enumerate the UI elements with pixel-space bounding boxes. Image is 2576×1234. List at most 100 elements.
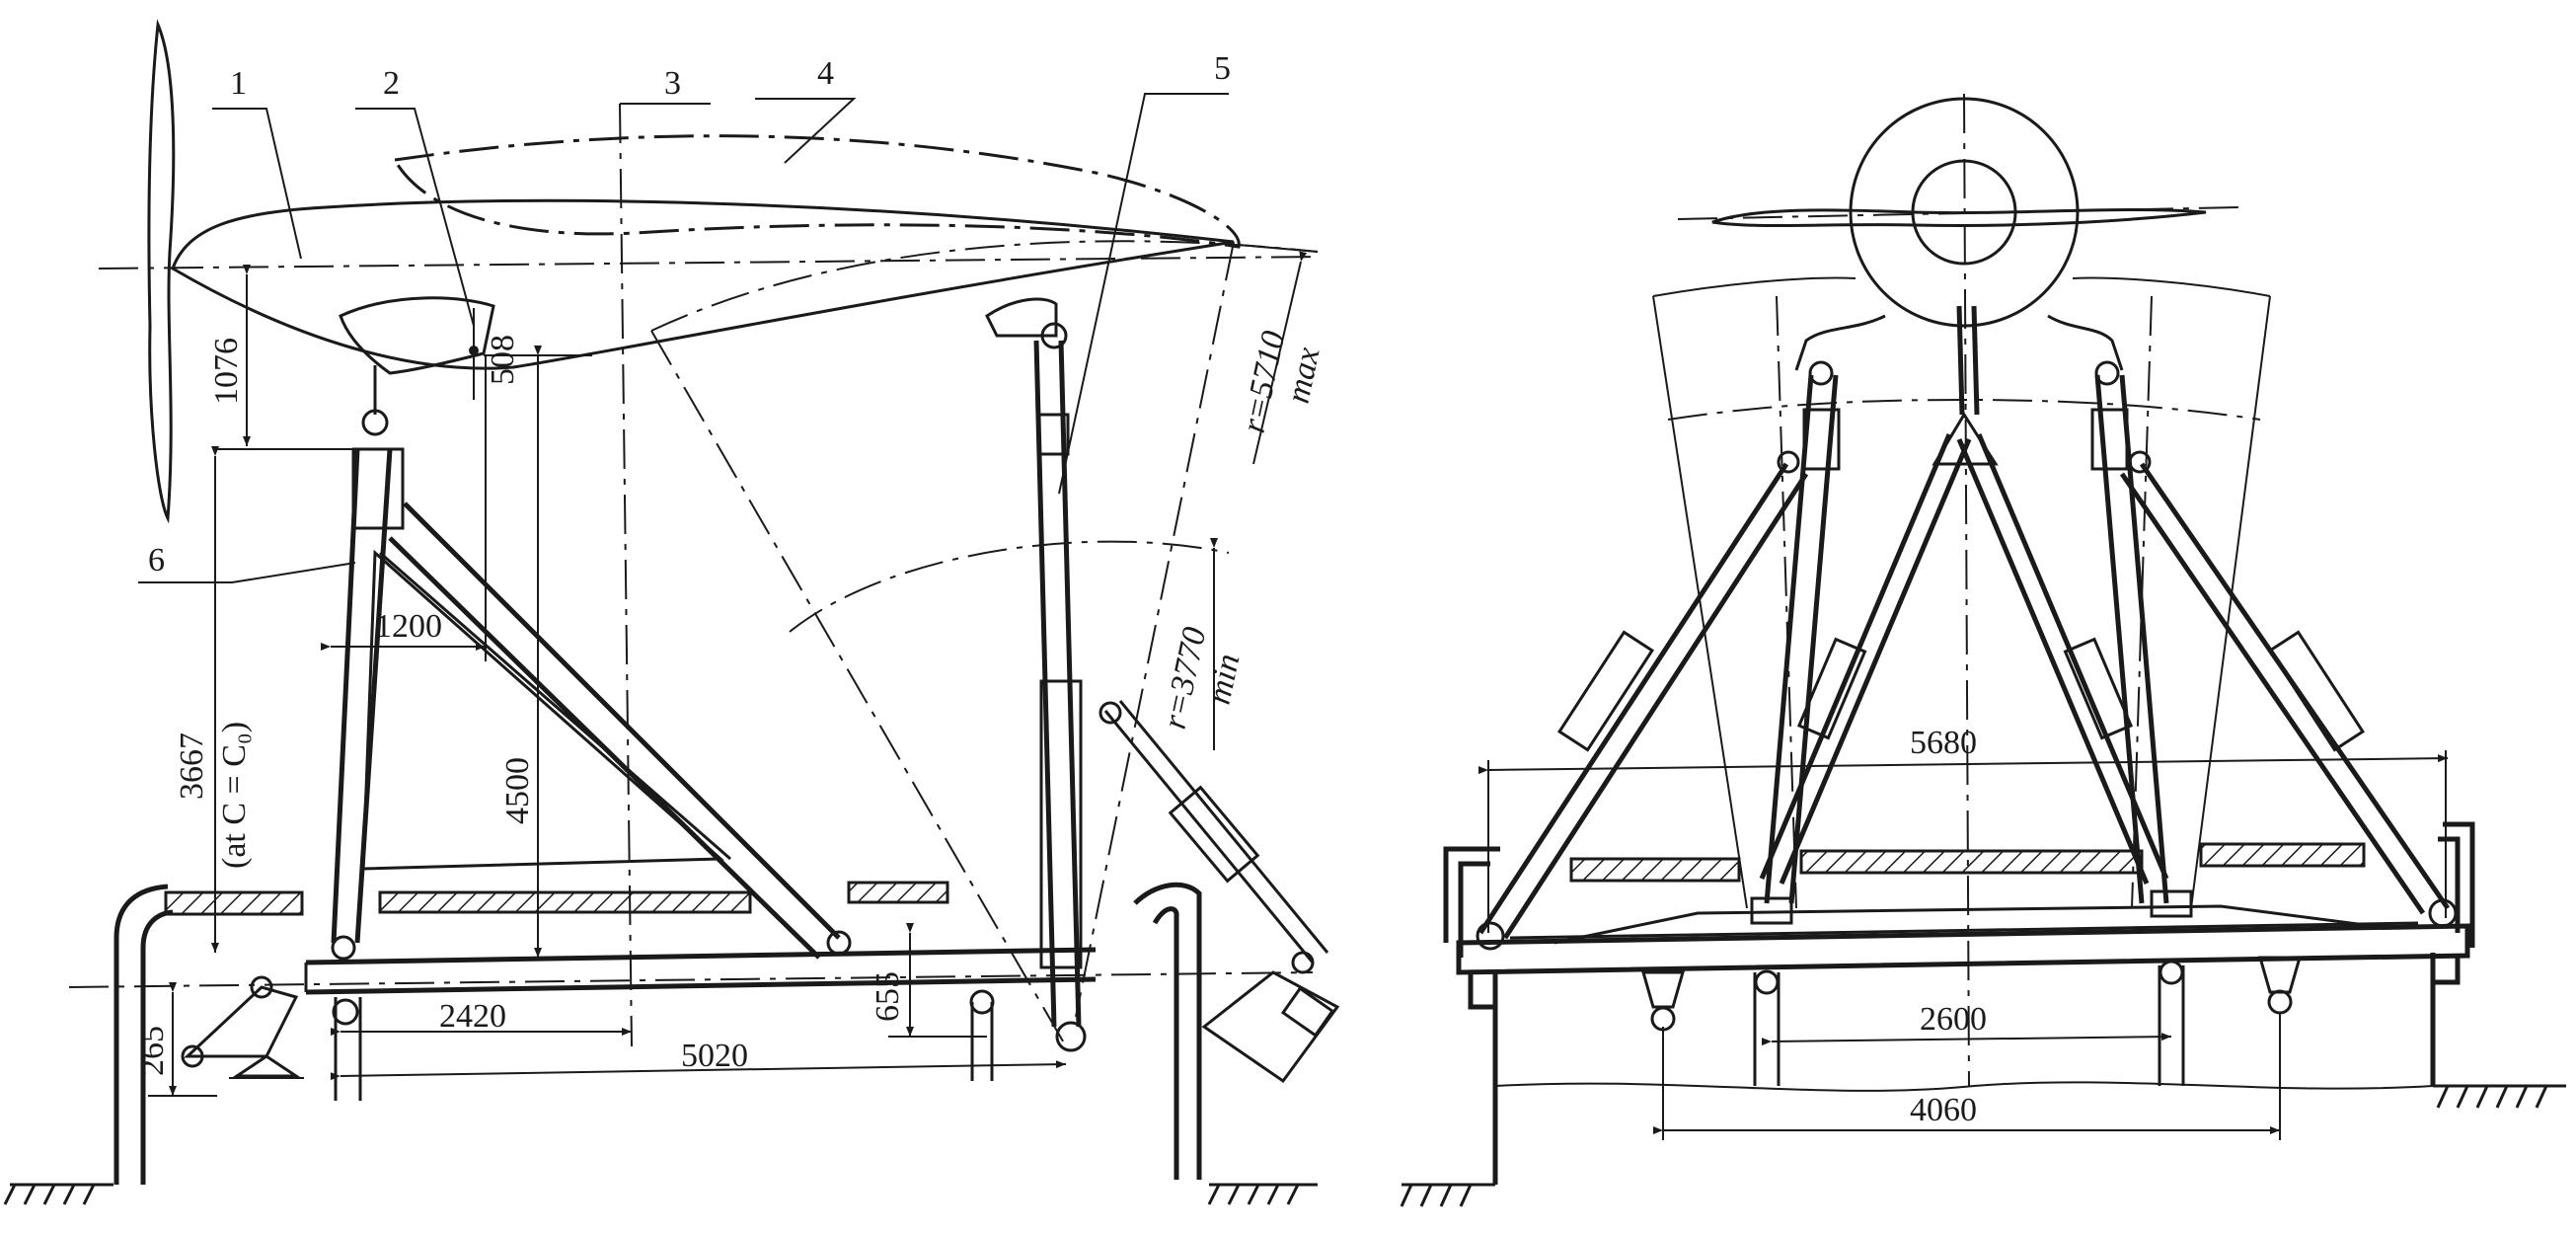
hydraulic-block-valve — [1280, 986, 1335, 1038]
front-strut-cap — [351, 447, 405, 530]
v-leg-left-cylinder — [1796, 637, 1867, 740]
side-brace-left-b — [1502, 472, 1809, 940]
front-base-beam-inner — [1509, 921, 2419, 940]
front-ground-hatch-left — [1400, 1183, 1495, 1207]
base-frame-bottom — [305, 976, 1097, 995]
part-label-4: 4 — [817, 55, 834, 92]
front-strut-base-pin — [331, 935, 356, 961]
front-strut-6-a — [331, 448, 360, 944]
nacelle-1 — [171, 198, 1235, 370]
front-rotor-blade — [1711, 207, 2207, 228]
front-horizontal-axis — [1677, 206, 2241, 220]
front-vertical-axis — [1963, 93, 1970, 1087]
pedestal-right — [2150, 889, 2193, 918]
base-frame-top — [305, 947, 1097, 965]
ground-support — [232, 1054, 301, 1078]
dim-5680-text: 5680 — [1910, 725, 1977, 761]
deck-plate-2 — [378, 890, 752, 914]
front-leg-4-pin — [2267, 989, 2293, 1015]
dim-265-text: 265 — [134, 1026, 171, 1076]
deck-plate-1 — [164, 890, 304, 916]
v-leg-left-a — [1759, 433, 1952, 880]
rear-actuator-cylinder — [1039, 679, 1083, 969]
side-brace-left-base-pin — [1476, 921, 1505, 951]
dim-5020-text: 5020 — [681, 1038, 748, 1074]
front-leg-3-pin — [2159, 960, 2184, 985]
hull-left-outer — [114, 884, 169, 1185]
hull-right-inner — [1152, 906, 1179, 1180]
hull-left-inner — [140, 909, 174, 1185]
aux-actuator-base-pin — [1291, 951, 1315, 974]
front-deck-plate-1 — [1569, 857, 1741, 883]
front-leg-1-pin — [1650, 1006, 1676, 1032]
front-hull-right-top-inner — [2438, 836, 2461, 933]
pivot-head-rear — [985, 297, 1058, 338]
leader-6 — [138, 562, 356, 583]
r-max-dim — [1252, 251, 1308, 465]
front-deck-plate-3 — [2199, 842, 2366, 868]
outer-act-left-head — [1802, 408, 1841, 471]
aux-actuator-a — [1103, 710, 1315, 964]
dim-2600-line — [1761, 1033, 2172, 1046]
support-leg-mid-pin — [969, 989, 995, 1015]
r-max-leader — [1238, 244, 1319, 253]
dim-5020-line — [330, 1060, 1067, 1081]
front-hull-left-top — [1443, 846, 1500, 943]
dim-655-text: 655 — [870, 971, 906, 1022]
swing-radius-line-2 — [1075, 241, 1235, 1018]
fan-left-edge — [1652, 295, 1748, 909]
dim-1076-text: 1076 — [208, 338, 245, 405]
ground-hatch-right — [1207, 1183, 1318, 1205]
part-label-6: 6 — [148, 542, 165, 578]
fan-left-top — [1652, 276, 1856, 297]
dim-4500-text: 4500 — [499, 757, 536, 824]
aux-actuator-pin — [1099, 701, 1122, 725]
side-brace-right-cylinder — [2267, 630, 2366, 752]
v-leg-right-b — [1956, 438, 2150, 885]
front-base-beam — [1456, 923, 2470, 975]
front-hull-right-top — [2443, 821, 2475, 948]
part-label-2: 2 — [383, 65, 400, 102]
part-label-5: 5 — [1214, 50, 1231, 87]
rear-actuator-top — [1036, 413, 1070, 456]
ground-hatch-left — [3, 1183, 114, 1205]
pedestal-left — [1750, 896, 1793, 925]
dim-3667-text: 3667 — [174, 733, 210, 800]
side-brace-left-cylinder — [1556, 630, 1655, 752]
front-hull-right-flange — [2433, 956, 2461, 985]
lever-linkage — [184, 985, 299, 1058]
front-hull-break-line — [1494, 1081, 2434, 1092]
leader-2 — [355, 108, 475, 327]
front-leg-1 — [1641, 970, 1685, 1009]
swing-arc-outer — [650, 240, 1319, 332]
hydraulic-block — [1201, 970, 1340, 1084]
deck-plate-3 — [847, 881, 949, 904]
base-axis — [68, 971, 1314, 988]
front-hull-left-flange — [1468, 972, 1495, 1010]
dim-3667-note: (at C = C₀) — [216, 722, 253, 869]
diagonal-base-pin — [826, 930, 852, 956]
part-label-1: 1 — [230, 65, 247, 102]
center-strut — [1956, 305, 1965, 416]
diagonal-brace-a — [403, 501, 841, 940]
rotor-blade — [147, 19, 176, 524]
rear-actuator-pin — [1040, 322, 1068, 349]
diagonal-brace-c — [379, 551, 731, 861]
front-view: 5680 2600 4060 — [1400, 93, 2566, 1207]
aux-actuator-cylinder — [1168, 785, 1260, 884]
outer-act-right-a — [2094, 374, 2145, 904]
side-view: 1 2 3 4 5 6 1076 508 3667 (at C = C₀) 45… — [3, 19, 1340, 1205]
lever-pin — [181, 1044, 204, 1068]
outer-act-right-pin — [2094, 360, 2120, 386]
front-hull-left-top-inner — [1458, 861, 1490, 958]
outer-act-right-head — [2090, 408, 2129, 471]
front-strut-pin — [361, 409, 389, 436]
lever-pivot — [250, 975, 273, 999]
front-deck-plate-2 — [1799, 849, 2144, 875]
nacelle-4 — [392, 134, 1241, 249]
side-brace-right-top-pin — [2128, 450, 2152, 474]
dim-5680-line — [1477, 754, 2449, 775]
aux-actuator-b — [1118, 700, 1329, 954]
nacelle-axis — [98, 256, 1319, 270]
swing-radius-line — [650, 330, 1067, 1047]
